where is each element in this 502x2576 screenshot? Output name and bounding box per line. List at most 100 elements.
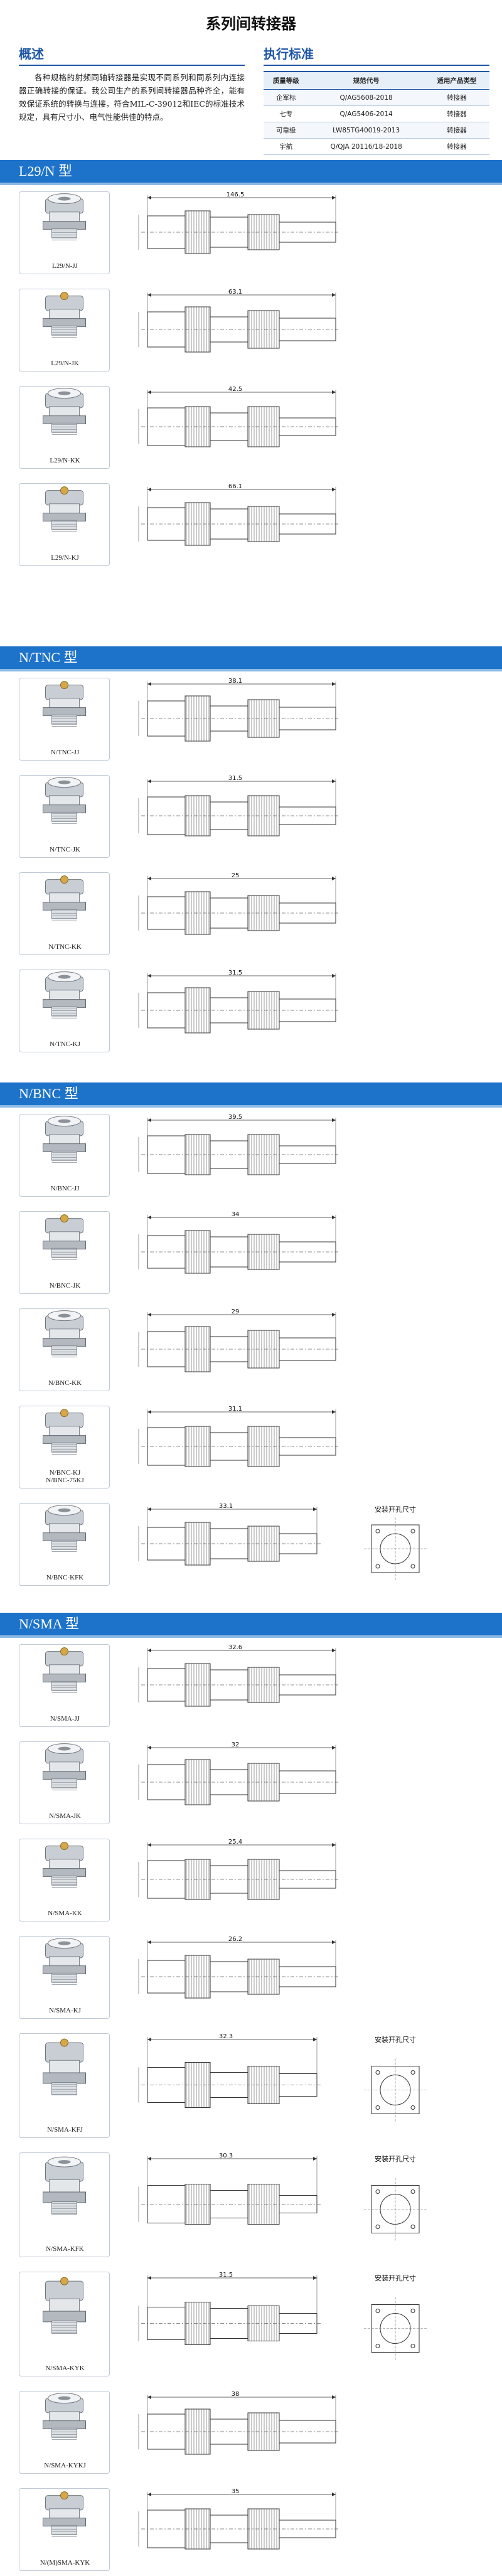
connector-image [43, 681, 86, 727]
table-cell: Q/AG5406-2014 [308, 105, 424, 122]
dimension-length: 31.5 [228, 775, 242, 782]
table-cell: 企军标 [264, 89, 309, 106]
table-row: 企军标 Q/AG5608-2018 转接器 [264, 89, 489, 106]
connector-image [43, 1842, 86, 1888]
product-label: L29/N-JJ [52, 262, 78, 270]
product-row: N/SMA-JK 32 [19, 1741, 502, 1829]
product-photo: N/TNC-KJ [19, 970, 110, 1052]
connector-image [43, 1409, 86, 1455]
standards-heading: 执行标准 [264, 44, 489, 66]
dimension-length: 34 [232, 1211, 240, 1218]
product-photo: N/BNC-KK [19, 1308, 110, 1391]
dimension-length: 25 [232, 872, 240, 879]
dimension-length: 32.6 [228, 1644, 242, 1651]
dimension-drawing: 34 [138, 1211, 339, 1274]
table-cell: Q/AG5608-2018 [308, 89, 424, 106]
dimension-length: 38 [232, 2391, 240, 2398]
product-label: N/SMA-JK [49, 1812, 81, 1820]
dimension-length: 66.1 [228, 483, 242, 490]
connector-image [43, 2393, 86, 2440]
dimension-drawing: 30.3 [138, 2152, 321, 2225]
connector-image [43, 1647, 86, 1693]
dimension-drawing: 29 [138, 1308, 339, 1372]
product-photo: L29/N-KK [19, 386, 110, 469]
section-band: L29/N 型 [0, 160, 502, 183]
product-row: N/SMA-KYK 31.5 安装开孔尺寸 [19, 2272, 502, 2381]
dimension-drawing: 33.1 [138, 1503, 321, 1566]
table-cell: 转接器 [424, 138, 489, 155]
dimension-drawing: 38 [138, 2391, 339, 2455]
product-label: N/TNC-JK [50, 846, 80, 853]
product-label: L29/N-KK [50, 457, 80, 464]
connector-image [43, 971, 86, 1018]
product-label: N/SMA-KFJ [47, 2126, 83, 2134]
overview-section: 概述 各种规格的射频同轴转接器是实现不同系列和同系列内连接器正确转接的保证。我公… [19, 44, 245, 124]
dimension-drawing: 32.6 [138, 1644, 339, 1707]
connector-image [43, 2491, 86, 2537]
product-label: L29/N-JK [51, 360, 79, 367]
product-label: N/BNC-KK [48, 1379, 82, 1387]
connector-image [43, 2156, 86, 2215]
dimension-drawing: 25.4 [138, 1839, 339, 1900]
product-photo: N/SMA-JJ [19, 1644, 110, 1727]
mounting-hole-title: 安装开孔尺寸 [375, 2274, 416, 2282]
product-label: N/SMA-KJ [49, 2007, 81, 2014]
section-band-stripe [0, 1105, 502, 1108]
product-photo: N/(M)SMA-KYK [19, 2488, 110, 2571]
product-label: N/SMA-JJ [50, 1715, 80, 1723]
connector-image [43, 2038, 86, 2095]
dimension-length: 26.2 [228, 1936, 242, 1943]
product-row: N/SMA-KYKJ 38 [19, 2391, 502, 2479]
product-row: N/BNC-JK 34 [19, 1211, 502, 1299]
product-label: N/SMA-KK [48, 1910, 82, 1917]
dimension-drawing: 26.2 [138, 1936, 339, 1999]
connector-image [43, 1116, 86, 1163]
mounting-hole-title: 安装开孔尺寸 [375, 2154, 416, 2163]
product-row: N/BNC-KK 29 [19, 1308, 502, 1396]
mounting-hole-drawing: 安装开孔尺寸 [364, 2154, 427, 2241]
product-photo: N/BNC-JK [19, 1211, 110, 1294]
product-label: N/SMA-KYK [45, 2365, 85, 2372]
dimension-drawing: 32.3 [138, 2033, 321, 2108]
product-label: N/SMA-KFK [46, 2245, 84, 2253]
page-title: 系列间转接器 [206, 15, 296, 33]
table-cell: 转接器 [424, 122, 489, 139]
dimension-length: 32 [232, 1741, 240, 1748]
product-photo: L29/N-JK [19, 289, 110, 371]
product-label: N/BNC-JK [49, 1282, 81, 1290]
connector-image [43, 388, 86, 435]
connector-image [43, 1743, 86, 1790]
dimension-length: 29 [232, 1308, 240, 1315]
table-cell: Q/QJA 20116/18-2018 [308, 138, 424, 155]
dimension-length: 32.3 [219, 2033, 233, 2040]
product-photo: L29/N-JJ [19, 191, 110, 274]
standards-section: 执行标准 质量等级 规范代号 适用产品类型 企军标 Q/AG5608-2018 … [264, 44, 489, 155]
product-label: N/SMA-KYKJ [44, 2462, 86, 2469]
connector-image [43, 486, 86, 532]
product-photo: N/SMA-KYK [19, 2272, 110, 2376]
product-label: N/BNC-KFK [46, 1574, 84, 1581]
standards-table: 质量等级 规范代号 适用产品类型 企军标 Q/AG5608-2018 转接器 七… [264, 71, 489, 155]
mounting-hole-title: 安装开孔尺寸 [375, 2035, 416, 2044]
section-band: N/BNC 型 [0, 1082, 502, 1105]
connector-image [43, 1214, 86, 1260]
dimension-drawing: 31.5 [138, 2272, 321, 2345]
table-cell: 转接器 [424, 89, 489, 106]
table-row: 可靠级 LW85TG40019-2013 转接器 [264, 122, 489, 139]
connector-image [43, 1310, 86, 1357]
overview-text: 各种规格的射频同轴转接器是实现不同系列和同系列内连接器正确转接的保证。我公司生产… [19, 73, 245, 122]
dimension-drawing: 31.5 [138, 775, 339, 836]
connector-image [43, 1938, 86, 1985]
connector-image [43, 875, 86, 921]
product-photo: N/SMA-KK [19, 1839, 110, 1921]
section-band-stripe [0, 183, 502, 185]
table-cell: 转接器 [424, 105, 489, 122]
overview-heading: 概述 [19, 44, 245, 66]
dimension-length: 42.5 [228, 386, 242, 393]
